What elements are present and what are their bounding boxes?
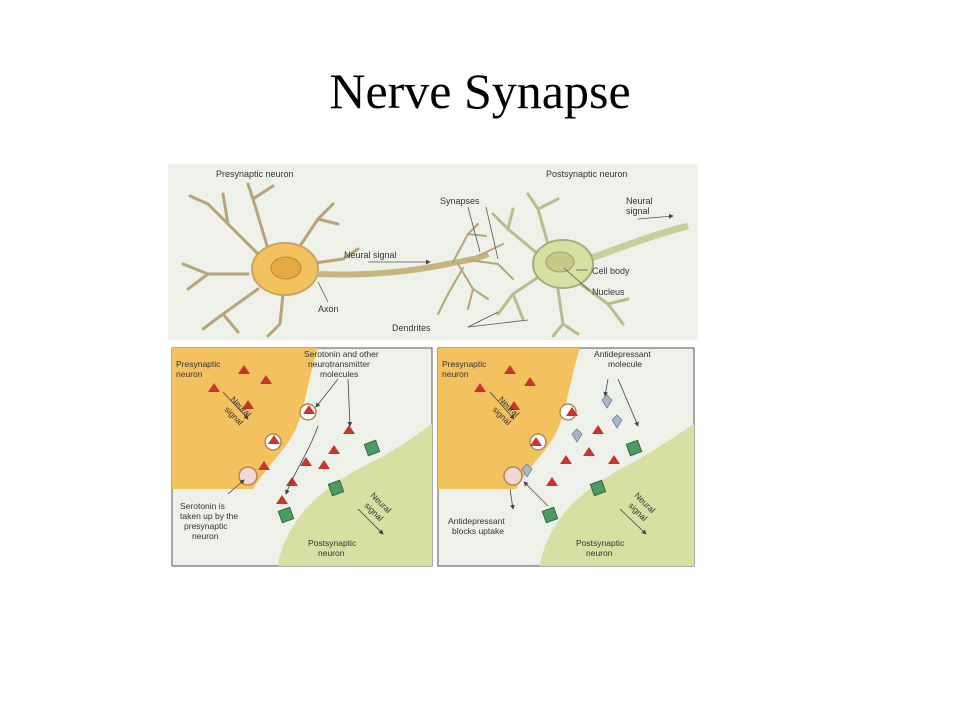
right-label-blocks-1: Antidepressant — [448, 516, 505, 526]
right-receptors — [541, 439, 643, 524]
right-presynaptic-terminal — [438, 348, 580, 489]
right-label-postsynaptic-1: Postsynaptic — [576, 538, 625, 548]
label-neural-signal-right-2: signal — [626, 206, 650, 216]
label-presynaptic-neuron: Presynaptic neuron — [216, 169, 294, 179]
postsynaptic-axon — [586, 222, 689, 263]
axon-terminals — [437, 223, 514, 315]
right-label-postsynaptic-2: neuron — [586, 548, 613, 558]
right-blocked-transporter — [503, 466, 523, 486]
left-label-uptake-3: presynaptic — [184, 521, 228, 531]
left-label-uptake-4: neuron — [192, 531, 219, 541]
top-leader-lines — [317, 206, 674, 328]
left-label-serotonin-3: molecules — [320, 369, 358, 379]
synapse-diagram: Presynaptic neuron Postsynaptic neuron S… — [168, 164, 698, 567]
right-label-blocks-2: blocks uptake — [452, 526, 504, 536]
left-neurotransmitters — [208, 365, 355, 504]
serotonin-reuptake-panel: Presynaptic neuron Neural signal Seroton… — [171, 347, 433, 567]
label-axon: Axon — [318, 304, 339, 314]
left-arrows — [222, 378, 384, 535]
left-label-serotonin-1: Serotonin and other — [304, 349, 379, 359]
postsynaptic-nucleus — [545, 251, 575, 273]
right-label-antidepressant-1: Antidepressant — [594, 349, 651, 359]
antidepressant-panel: Presynaptic neuron Neural signal Antidep… — [437, 347, 695, 567]
left-label-postsynaptic-2: neuron — [318, 548, 345, 558]
label-nucleus: Nucleus — [592, 287, 625, 297]
postsynaptic-neuron-drawing — [491, 192, 630, 338]
right-postsynaptic-membrane — [540, 424, 694, 566]
right-label-presynaptic-1: Presynaptic — [442, 359, 487, 369]
left-postsynaptic-membrane — [278, 424, 432, 566]
right-label-presynaptic-2: neuron — [442, 369, 469, 379]
left-label-presynaptic-2: neuron — [176, 369, 203, 379]
label-synapses: Synapses — [440, 196, 480, 206]
label-neural-signal: Neural signal — [344, 250, 397, 260]
label-cell-body: Cell body — [592, 266, 630, 276]
left-label-presynaptic-1: Presynaptic — [176, 359, 221, 369]
left-label-serotonin-2: neurotransmitter — [308, 359, 370, 369]
left-label-uptake-2: taken up by the — [180, 511, 238, 521]
left-receptors — [277, 439, 381, 524]
presynaptic-nucleus — [270, 256, 302, 280]
left-label-postsynaptic-1: Postsynaptic — [308, 538, 357, 548]
slide-title: Nerve Synapse — [329, 63, 631, 119]
right-antidepressant-molecules — [521, 394, 623, 478]
neuron-overview-panel: Presynaptic neuron Postsynaptic neuron S… — [168, 164, 698, 340]
label-neural-signal-right-1: Neural — [626, 196, 653, 206]
axon — [315, 251, 490, 278]
top-panel-background — [168, 164, 698, 340]
presynaptic-neuron-drawing — [181, 182, 360, 338]
label-dendrites: Dendrites — [392, 323, 431, 333]
right-arrows — [489, 378, 647, 535]
right-label-antidepressant-2: molecule — [608, 359, 642, 369]
right-neurotransmitters — [474, 365, 620, 486]
left-label-uptake-1: Serotonin is — [180, 501, 225, 511]
label-postsynaptic-neuron: Postsynaptic neuron — [546, 169, 628, 179]
